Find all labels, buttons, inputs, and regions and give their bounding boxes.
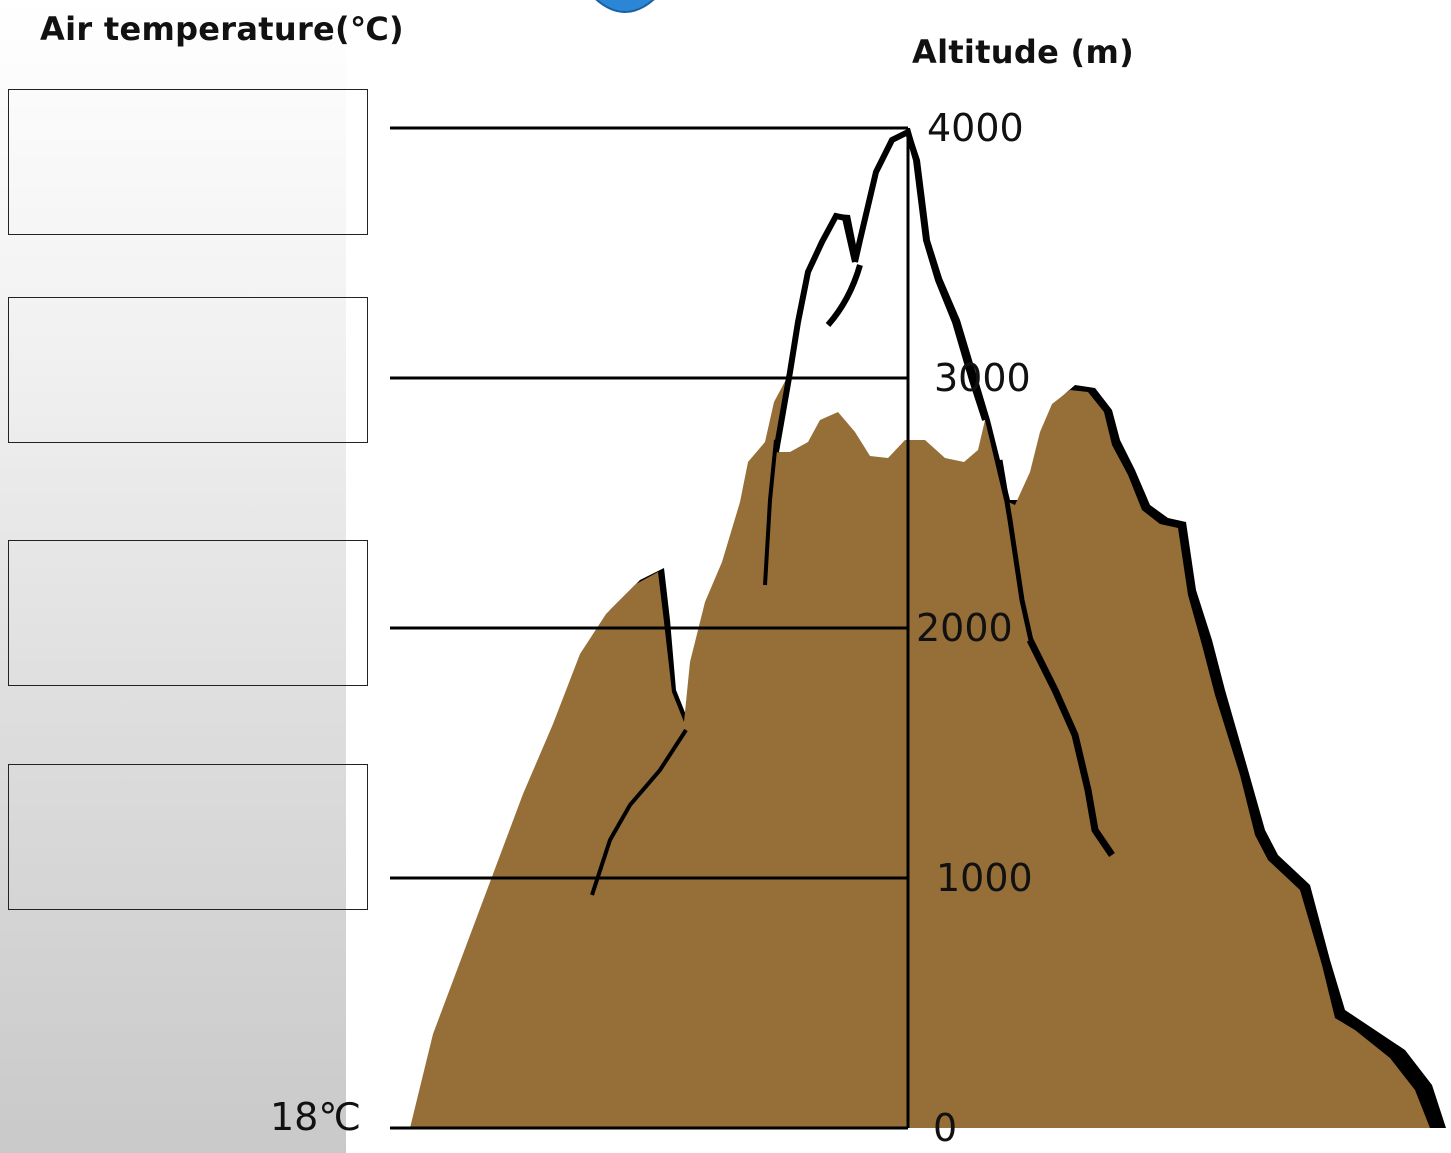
base-temperature-label: 18℃ [270,1095,362,1139]
altitude-axis-title: Altitude (m) [912,33,1135,71]
temperature-answer-box-4000[interactable] [8,89,368,235]
blue-arrow-shape [595,0,655,13]
altitude-tick-3000: 3000 [934,356,1031,400]
left-panel-background [0,0,346,1153]
temperature-answer-box-2000[interactable] [8,540,368,686]
altitude-tick-4000: 4000 [927,106,1024,150]
air-temperature-axis-title: Air temperature(℃) [40,10,404,48]
altitude-tick-1000: 1000 [936,856,1033,900]
temperature-answer-box-3000[interactable] [8,297,368,443]
temperature-answer-box-1000[interactable] [8,764,368,910]
altitude-tick-2000: 2000 [916,606,1013,650]
snow-cap [776,132,985,462]
altitude-tick-0: 0 [933,1106,958,1150]
